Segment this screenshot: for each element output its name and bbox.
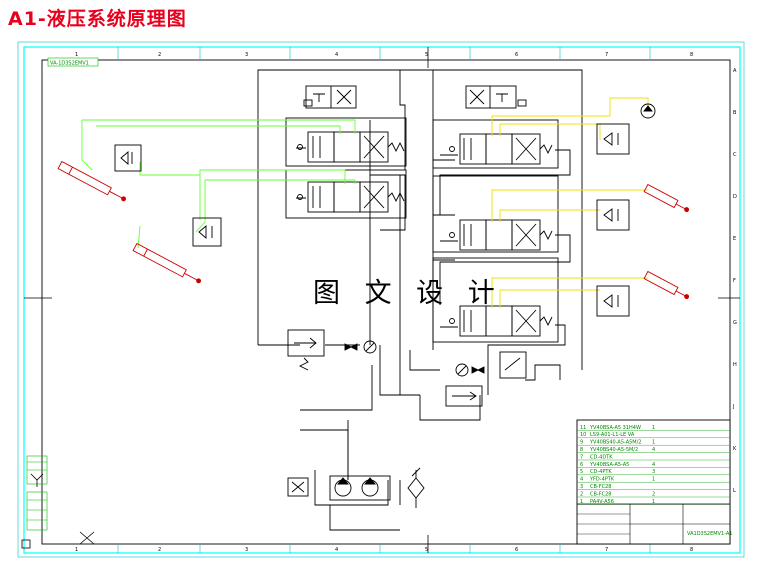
- x-mark: [79, 531, 95, 545]
- column-number: 2: [158, 547, 161, 553]
- row-letter: F: [733, 278, 736, 284]
- symbol-y: [30, 473, 44, 487]
- column-number: 2: [158, 52, 161, 58]
- title-block-cell-name: YV40BS40-A5-5M/2: [589, 447, 638, 453]
- outer-frame: [23, 46, 741, 554]
- column-number: 1: [75, 547, 78, 553]
- frame-stamp-box: [47, 57, 99, 67]
- title-block-cell-no: 3: [580, 484, 583, 490]
- column-number: 8: [690, 52, 693, 58]
- row-letter: C: [733, 152, 737, 158]
- frame-stamp: VA-1D3S2EMV1: [50, 61, 89, 67]
- row-letter: K: [733, 446, 737, 452]
- title-block-cell-no: 1: [580, 499, 583, 505]
- watermark: 图 文 设 计: [313, 278, 503, 309]
- title-block-cell-no: 8: [580, 447, 583, 453]
- title-block-cell-no: 10: [580, 432, 586, 438]
- row-letter: H: [733, 362, 737, 368]
- column-number: 6: [515, 52, 518, 58]
- column-number: 5: [425, 52, 428, 58]
- title-block-cell-name: LS9-A01-L1-LE VA: [590, 432, 635, 438]
- components: [287, 103, 656, 508]
- signal-lines: [81, 119, 356, 249]
- row-letter: J: [732, 404, 734, 410]
- row-letter: A: [733, 68, 737, 74]
- row-letter: L: [733, 488, 736, 494]
- title-block-cell-name: YV40BSA-A5-A5: [589, 462, 629, 468]
- row-labels: A B C D E F G H J K L: [732, 68, 737, 494]
- column-number: 3: [245, 547, 248, 553]
- column-number: 5: [425, 547, 428, 553]
- title-block-cell-no: 9: [580, 440, 583, 446]
- title-block-cell-qty: 1: [652, 425, 655, 431]
- title-block-cell-no: 2: [580, 491, 583, 497]
- title-block-cell-no: 4: [580, 477, 583, 483]
- column-number: 4: [335, 547, 338, 553]
- cylinders: [57, 160, 690, 300]
- page-title: A1-液压系统原理图: [8, 8, 187, 30]
- title-block-cell-qty: 1: [652, 440, 655, 446]
- pilot-lines: [491, 97, 649, 308]
- title-block-cell-no: 11: [580, 425, 586, 431]
- title-block-cell-qty: 1: [652, 477, 655, 483]
- title-block-cell-name: YV40BS40-A5-A5M/2: [589, 440, 642, 446]
- column-number: 7: [605, 547, 608, 553]
- left-valve-block: [285, 85, 407, 219]
- row-letter: D: [733, 194, 737, 200]
- column-number: 6: [515, 547, 518, 553]
- title-block-cell-no: 6: [580, 462, 583, 468]
- column-number: 7: [605, 52, 608, 58]
- title-block-cell-name: CB-FC28: [590, 491, 611, 497]
- corner-square: [21, 539, 31, 549]
- outer-line: [17, 41, 745, 558]
- title-block-cell-name: CD-4PTK: [590, 469, 612, 475]
- inner-frame: [41, 59, 731, 545]
- title-block-cell-qty: 3: [652, 469, 655, 475]
- left-mini-block: [26, 455, 48, 531]
- column-number: 3: [245, 52, 248, 58]
- title-block-cell-qty: 4: [652, 447, 655, 453]
- column-ticks: [117, 47, 651, 553]
- title-block-cell-name: PA4V-A56: [590, 499, 614, 505]
- title-block-cell-name: CD-4DTK: [590, 454, 613, 460]
- title-block-cell-no: 5: [580, 469, 583, 475]
- title-block-cell-qty: 1: [652, 499, 655, 505]
- check-valves: [114, 123, 630, 317]
- right-valve-block: [432, 85, 559, 343]
- column-number: 8: [690, 547, 693, 553]
- drawing-name: VA1D3S2EMV1-A1: [687, 531, 732, 537]
- title-block-cell-no: 7: [580, 454, 583, 460]
- title-block-cell-qty: 4: [652, 462, 655, 468]
- title-block-cell-name: YV40BSA-A5 31H4W: [589, 425, 641, 431]
- column-number: 1: [75, 52, 78, 58]
- title-block-cell-name: CB-FC28: [590, 484, 611, 490]
- column-number: 4: [335, 52, 338, 58]
- row-letter: B: [733, 110, 737, 116]
- title-block-cell-qty: 2: [652, 491, 655, 497]
- row-letter: E: [733, 236, 736, 242]
- title-block-cell-name: YFD-4PTK: [589, 477, 615, 483]
- row-letter: G: [733, 320, 737, 326]
